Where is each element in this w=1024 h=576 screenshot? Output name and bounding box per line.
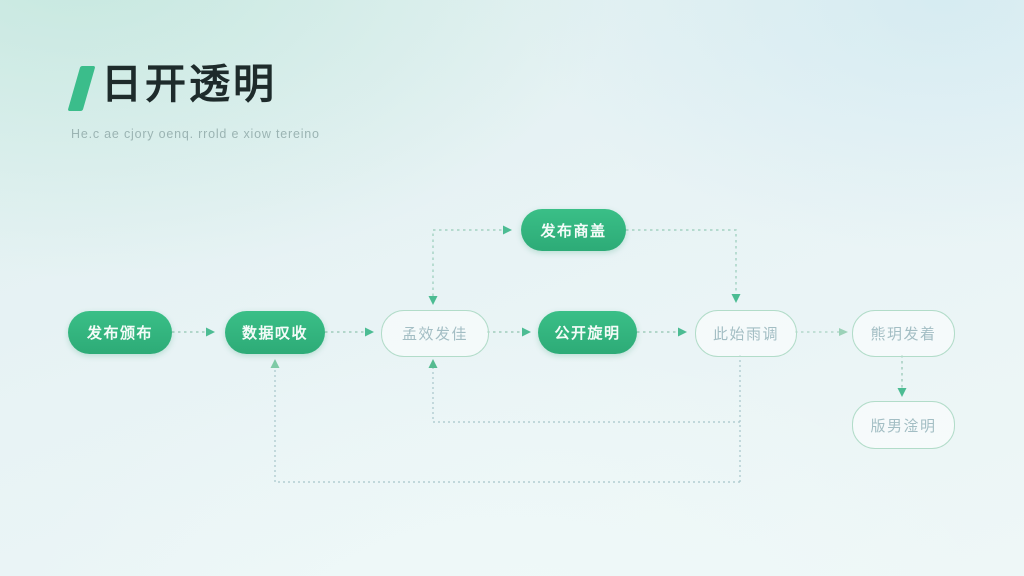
flow-node-issue: 孟效发佳 [381,310,489,357]
flow-node-review: 此始雨调 [695,310,797,357]
page-title: 日开透明 [101,61,277,107]
flow-node-result-publish: 熊玥发着 [852,310,955,357]
page-subtitle: He.c ae cjory oenq. rrold e xiow tereino [71,127,320,141]
flow-node-publish: 发布颁布 [68,311,172,354]
flow-node-data-receive: 数据叹收 [225,311,325,354]
flow-node-open-transparent: 公开旋明 [538,311,637,354]
flow-node-result-transparent: 版男淦明 [852,401,955,449]
flow-node-publish-cover: 发布商盖 [521,209,626,251]
